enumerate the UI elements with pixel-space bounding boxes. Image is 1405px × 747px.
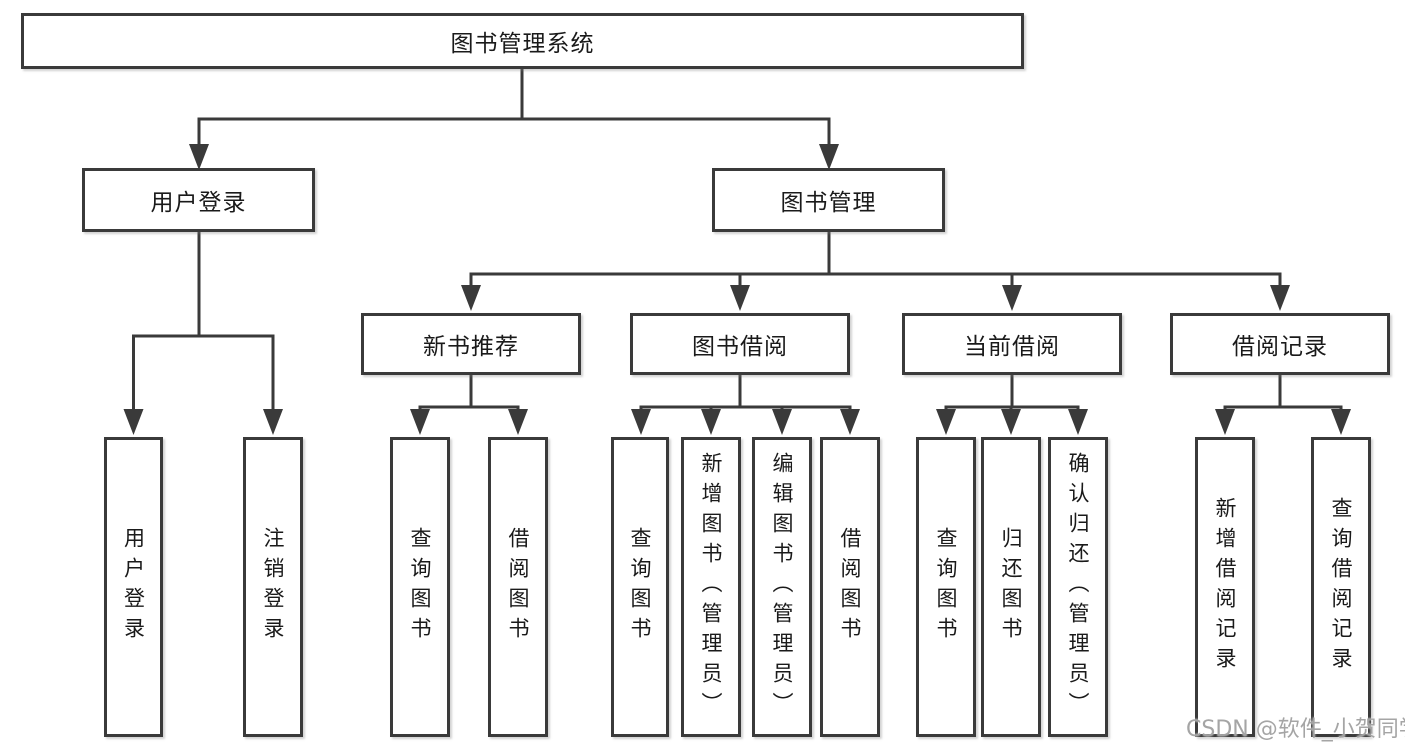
- leaf-borrow-books-recommend-label: 借阅图书: [506, 527, 530, 647]
- node-borrowing-records: 借阅记录: [1170, 313, 1390, 375]
- leaf-borrow-books-borrowing-label: 借阅图书: [838, 527, 862, 647]
- leaf-borrow-books-recommend: 借阅图书: [488, 437, 548, 737]
- leaf-query-books-recommend-label: 查询图书: [408, 527, 432, 647]
- node-book-management: 图书管理: [712, 168, 945, 232]
- leaf-user-login: 用户登录: [104, 437, 163, 737]
- node-new-book-recommendation: 新书推荐: [361, 313, 581, 375]
- connector-book-mgmt-split: [469, 232, 1282, 289]
- connector-borrowing-records-split: [1223, 375, 1343, 413]
- connector-user-login-split: [132, 232, 275, 413]
- leaf-logout: 注销登录: [243, 437, 303, 737]
- leaf-return-books: 归还图书: [981, 437, 1041, 737]
- leaf-query-books-borrowing-label: 查询图书: [628, 527, 652, 647]
- node-current-borrowing: 当前借阅: [902, 313, 1122, 375]
- leaf-query-books-current: 查询图书: [916, 437, 976, 737]
- leaf-query-borrow-record: 查询借阅记录: [1311, 437, 1371, 737]
- leaf-confirm-return-admin-label: 确认归还（管理员）: [1066, 452, 1090, 722]
- leaf-confirm-return-admin: 确认归还（管理员）: [1048, 437, 1108, 737]
- connector-root-split: [197, 69, 831, 148]
- leaf-add-books-admin-label: 新增图书（管理员）: [699, 452, 723, 722]
- connector-current-borrowing-split: [944, 375, 1080, 413]
- leaf-add-borrow-record: 新增借阅记录: [1195, 437, 1255, 737]
- connector-book-borrowing-split: [639, 375, 852, 413]
- leaf-borrow-books-borrowing: 借阅图书: [820, 437, 880, 737]
- leaf-edit-books-admin: 编辑图书（管理员）: [752, 437, 812, 737]
- leaf-query-books-current-label: 查询图书: [934, 527, 958, 647]
- leaf-add-books-admin: 新增图书（管理员）: [681, 437, 741, 737]
- csdn-watermark: CSDN @软件_小贺同学: [1186, 717, 1405, 742]
- connector-new-books-split: [418, 375, 520, 413]
- leaf-edit-books-admin-label: 编辑图书（管理员）: [770, 452, 794, 722]
- node-library-management-system: 图书管理系统: [21, 13, 1024, 69]
- arrowheads: [123, 144, 1351, 435]
- node-user-login: 用户登录: [82, 168, 315, 232]
- leaf-query-books-borrowing: 查询图书: [611, 437, 669, 737]
- leaf-return-books-label: 归还图书: [999, 527, 1023, 647]
- leaf-query-borrow-record-label: 查询借阅记录: [1329, 497, 1353, 677]
- leaf-logout-label: 注销登录: [261, 527, 285, 647]
- leaf-user-login-label: 用户登录: [121, 527, 146, 647]
- leaf-add-borrow-record-label: 新增借阅记录: [1213, 497, 1237, 677]
- leaf-query-books-recommend: 查询图书: [390, 437, 450, 737]
- node-book-borrowing: 图书借阅: [630, 313, 850, 375]
